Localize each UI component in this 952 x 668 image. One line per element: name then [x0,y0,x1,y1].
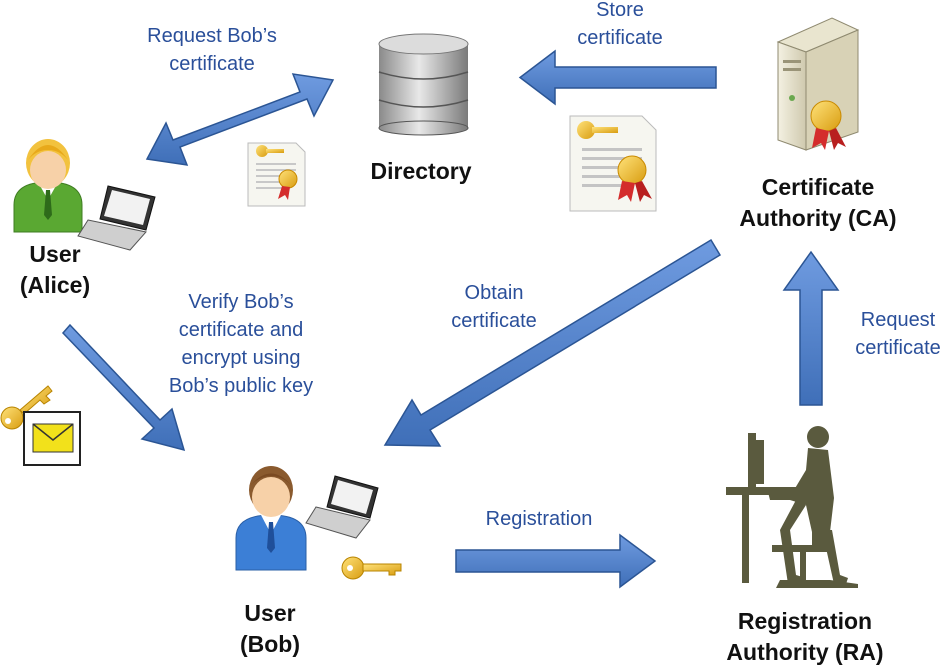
arrow-alice-to-bob [61,323,186,452]
edge-request-certificate: Request certificate [844,306,952,362]
edge-registration-label: Registration [485,508,593,530]
certificate-icon [247,142,306,207]
node-directory: Directory [350,156,492,187]
node-alice: User (Alice) [2,239,108,301]
edge-label-line: Verify Bob’s [188,291,294,313]
node-bob-line2: (Bob) [239,631,301,657]
edge-label-line: encrypt using [181,347,301,369]
node-directory-label: Directory [370,158,472,184]
edge-label-line: certificate and [178,319,304,341]
edge-label-line: certificate [577,27,663,49]
node-ra-line1: Registration [737,608,873,634]
node-alice-line2: (Alice) [19,272,91,298]
arrow-alice-directory [145,73,335,166]
edge-verify-and-encrypt: Verify Bob’s certificate and encrypt usi… [144,288,338,400]
laptop-icon [77,185,156,251]
arrow-ca-to-directory [518,49,717,106]
edge-label-line: Request [860,309,936,331]
edge-obtain-certificate: Obtain certificate [432,279,556,335]
database-icon [378,33,469,136]
edge-registration: Registration [464,505,614,533]
edge-label-line: certificate [169,53,255,75]
node-bob-line1: User [244,600,296,626]
node-ca-line1: Certificate [761,174,875,200]
arrow-bob-to-ra [455,533,657,589]
workstation-silhouette-icon [726,426,858,588]
node-ca-line2: Authority (CA) [739,205,897,231]
edge-label-line: certificate [451,310,537,332]
node-ca: Certificate Authority (CA) [722,172,914,234]
laptop-icon [305,475,379,539]
key-icon [341,556,402,580]
node-ra-line2: Authority (RA) [726,639,884,665]
edge-label-line: Bob’s public key [168,375,314,397]
envelope-icon [23,411,81,466]
edge-label-line: Request Bob’s [147,25,277,47]
edge-request-bobs-certificate: Request Bob’s certificate [124,22,300,78]
edge-store-certificate: Store certificate [558,0,682,52]
edge-label-line: Store [596,0,644,21]
edge-label-line: Obtain [464,282,524,304]
arrow-ca-to-bob [383,238,722,447]
arrow-ra-to-ca [782,250,840,406]
user-icon [13,139,83,233]
node-ra: Registration Authority (RA) [700,606,910,668]
user-icon [235,466,307,571]
node-alice-line1: User [29,241,81,267]
certificate-icon [569,115,657,212]
edge-label-line: certificate [855,337,941,359]
node-bob: User (Bob) [220,598,320,660]
server-icon [776,17,860,151]
